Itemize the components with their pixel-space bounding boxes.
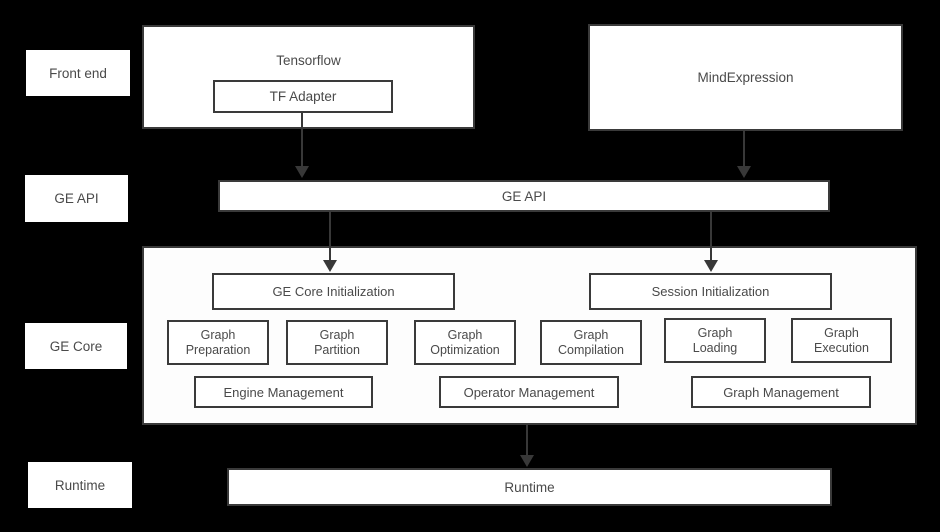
row-label-runtime-text: Runtime: [54, 477, 106, 493]
arrow-head-icon: [737, 166, 751, 178]
arrow-ge-core-to-runtime: [520, 425, 534, 467]
runtime-bar-label: Runtime: [504, 479, 555, 495]
arrow-tf-adapter-to-ge-api: [295, 113, 309, 178]
mindexpression-label: MindExpression: [697, 70, 794, 85]
graph-loading-box: Graph Loading: [664, 318, 766, 363]
operator-management-box: Operator Management: [439, 376, 619, 408]
ge-core-initialization-label: GE Core Initialization: [272, 284, 395, 299]
tf-adapter-label: TF Adapter: [269, 89, 337, 104]
graph-management-box: Graph Management: [691, 376, 871, 408]
session-initialization-box: Session Initialization: [589, 273, 832, 310]
tensorflow-box: Tensorflow TF Adapter: [142, 25, 475, 129]
graph-management-label: Graph Management: [723, 384, 839, 400]
graph-optimization-label: Graph Optimization: [430, 327, 500, 357]
engine-management-label: Engine Management: [223, 384, 344, 400]
ge-api-bar: GE API: [218, 180, 830, 212]
arrow-mindexpression-to-ge-api: [737, 131, 751, 178]
tensorflow-box-title: Tensorflow: [276, 53, 341, 68]
arrow-head-icon: [704, 260, 718, 272]
mindexpression-box: MindExpression: [588, 24, 903, 131]
row-label-ge-core: GE Core: [25, 323, 127, 369]
arrow-ge-api-to-ge-core-initialization: [323, 212, 337, 272]
arrow-shaft: [301, 113, 303, 168]
row-label-front-end: Front end: [26, 50, 130, 96]
arrow-shaft: [526, 425, 528, 457]
operator-management-label: Operator Management: [463, 384, 595, 400]
engine-management-box: Engine Management: [194, 376, 373, 408]
arrow-head-icon: [520, 455, 534, 467]
row-label-ge-api-text: GE API: [54, 191, 99, 206]
graph-partition-label: Graph Partition: [314, 327, 360, 357]
graph-loading-label: Graph Loading: [692, 325, 738, 355]
ge-api-bar-label: GE API: [501, 188, 547, 204]
arrow-ge-api-to-session-initialization: [704, 212, 718, 272]
arrow-shaft: [710, 212, 712, 262]
row-label-ge-api: GE API: [25, 175, 128, 222]
runtime-bar: Runtime: [227, 468, 832, 506]
graph-execution-label: Graph Execution: [814, 325, 869, 355]
arrow-shaft: [743, 131, 745, 168]
row-label-ge-core-text: GE Core: [49, 338, 103, 354]
row-label-runtime: Runtime: [28, 462, 132, 508]
ge-core-box: GE Core Initialization Session Initializ…: [142, 246, 917, 425]
graph-compilation-label: Graph Compilation: [557, 327, 624, 357]
session-initialization-label: Session Initialization: [651, 284, 770, 299]
graph-partition-box: Graph Partition: [286, 320, 388, 365]
graph-optimization-box: Graph Optimization: [414, 320, 516, 365]
graph-preparation-label: Graph Preparation: [185, 327, 251, 357]
graph-compilation-box: Graph Compilation: [540, 320, 642, 365]
arrow-shaft: [329, 212, 331, 262]
arrow-head-icon: [295, 166, 309, 178]
ge-core-initialization-box: GE Core Initialization: [212, 273, 455, 310]
row-label-front-end-text: Front end: [49, 65, 107, 81]
arrow-head-icon: [323, 260, 337, 272]
graph-execution-box: Graph Execution: [791, 318, 892, 363]
tf-adapter-box: TF Adapter: [213, 80, 393, 113]
graph-preparation-box: Graph Preparation: [167, 320, 269, 365]
